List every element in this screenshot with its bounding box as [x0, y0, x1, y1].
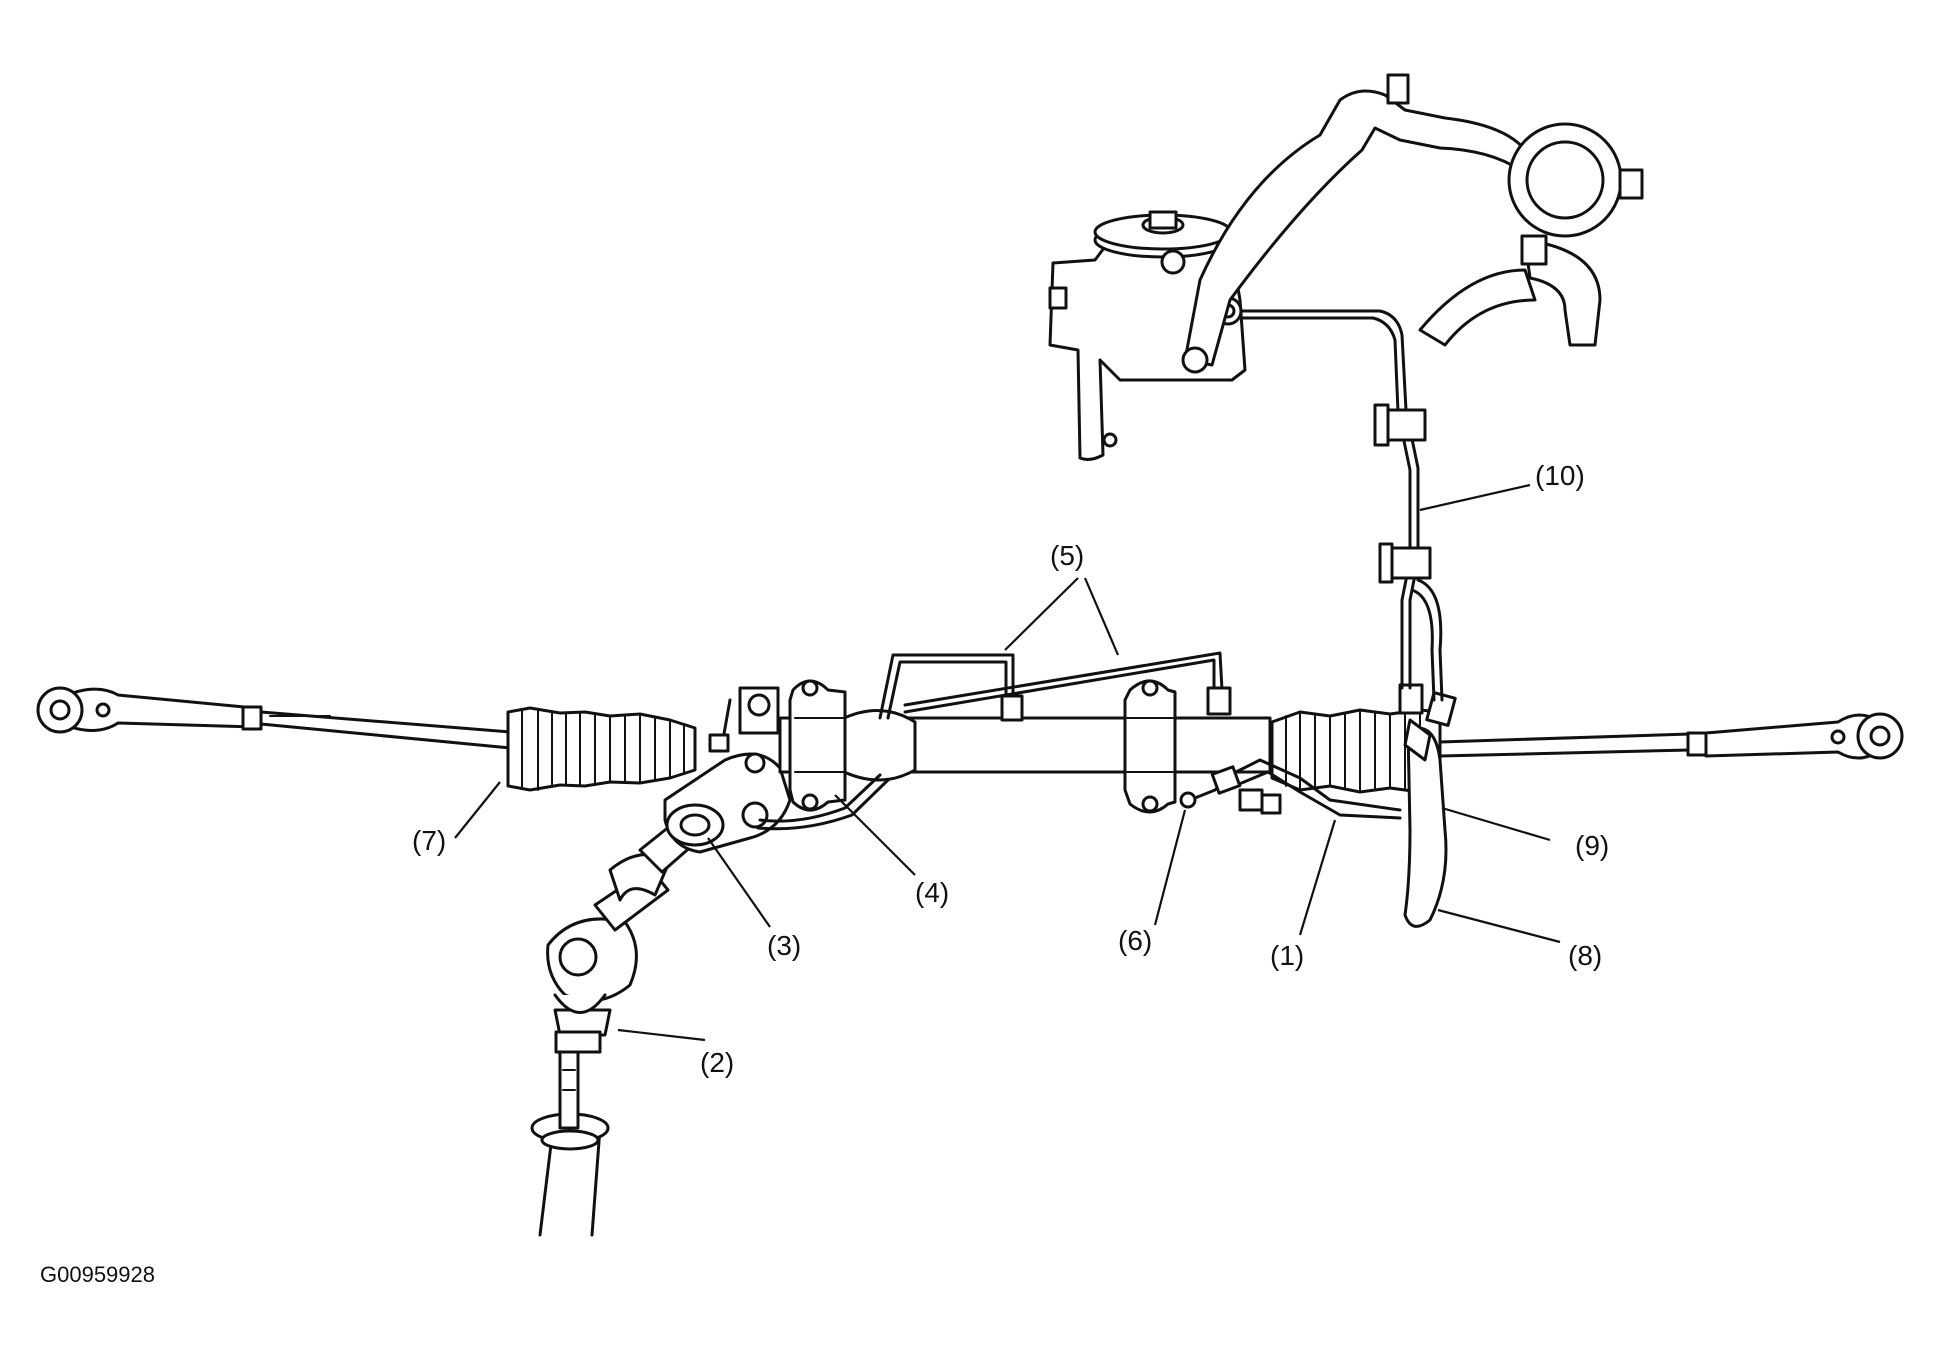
figure-id: G00959928: [40, 1262, 155, 1287]
cylinder-pipes: [878, 651, 1232, 722]
left-boot: [506, 706, 697, 792]
left-mount-bracket: [788, 679, 847, 812]
callout-1: (1): [1270, 940, 1304, 971]
callout-9: (9): [1575, 830, 1609, 861]
pressure-hose: [1398, 683, 1457, 928]
callout-10: (10): [1535, 460, 1585, 491]
steering-column-shaft: [530, 1046, 610, 1237]
feed-pipe: [756, 773, 890, 831]
rack-housing: [778, 709, 1272, 782]
callout-labels: (1) (2) (3) (4) (5) (6) (7) (8) (9) (10): [412, 460, 1609, 1078]
return-pipes: [1179, 758, 1402, 820]
right-tie-rod: [1438, 712, 1904, 760]
callout-8: (8): [1568, 940, 1602, 971]
callout-5: (5): [1050, 540, 1084, 571]
left-tie-rod: [36, 686, 512, 750]
reservoir-hose: [1181, 73, 1644, 374]
callout-7: (7): [412, 825, 446, 856]
center-mount-bracket: [1123, 679, 1177, 814]
callout-4: (4): [915, 877, 949, 908]
high-pressure-pipe: [1226, 309, 1444, 702]
leader-lines: [454, 483, 1561, 1042]
callout-2: (2): [700, 1047, 734, 1078]
callout-3: (3): [767, 930, 801, 961]
callout-6: (6): [1118, 925, 1152, 956]
